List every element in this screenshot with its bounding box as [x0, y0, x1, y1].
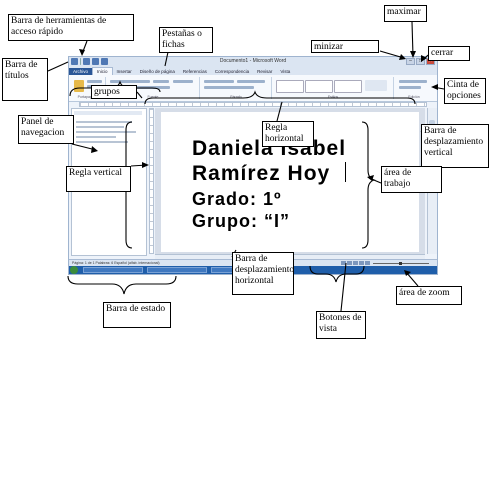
taskbar-app[interactable]	[147, 267, 207, 273]
status-text: Página: 1 de 1 Palabras: 6 Español (alfa…	[72, 261, 160, 265]
ribbon-tabs: Archivo Inicio Insertar Diseño de página…	[69, 67, 437, 75]
document-area	[155, 108, 425, 254]
callout-view-buttons: Botones de vista	[316, 311, 366, 339]
doc-line-grade: Grado: 1º	[192, 189, 282, 209]
ribbon-group-paragraph[interactable]: Párrafo	[201, 77, 272, 99]
tab-page-layout[interactable]: Diseño de página	[139, 69, 175, 74]
web-layout-icon[interactable]	[353, 261, 358, 265]
tab-references[interactable]: Referencias	[182, 69, 207, 74]
tab-mailings[interactable]: Correspondencia	[214, 69, 250, 74]
outline-icon[interactable]	[359, 261, 364, 265]
undo-icon[interactable]	[92, 58, 99, 65]
tab-file[interactable]: Archivo	[69, 68, 93, 75]
callout-vertical-scrollbar: Barra de desplazamiento vertical	[421, 124, 489, 168]
callout-quick-access-toolbar: Barra de herramientas de acceso rápido	[8, 14, 134, 41]
callout-horizontal-scrollbar: Barra de desplazamiento horizontal	[232, 252, 294, 295]
tab-home[interactable]: Inicio	[92, 67, 113, 75]
callout-status-bar: Barra de estado	[103, 302, 171, 328]
full-screen-icon[interactable]	[347, 261, 352, 265]
word-logo-icon	[71, 58, 78, 65]
tab-review[interactable]: Revisar	[257, 69, 273, 74]
view-buttons[interactable]	[341, 261, 370, 265]
minimize-button[interactable]: –	[406, 58, 415, 65]
separator	[80, 58, 81, 65]
redo-icon[interactable]	[101, 58, 108, 65]
taskbar-app[interactable]	[83, 267, 143, 273]
callout-work-area: área de trabajo	[381, 166, 442, 193]
zoom-slider[interactable]	[373, 262, 429, 265]
callout-horizontal-ruler: Regla horizontal	[262, 121, 314, 147]
callout-title-bar: Barra de títulos	[2, 58, 48, 101]
print-layout-icon[interactable]	[341, 261, 346, 265]
callout-navigation-pane: Panel de navegacion	[18, 115, 74, 144]
vertical-ruler[interactable]	[149, 108, 154, 254]
tab-view[interactable]: Vista	[280, 69, 291, 74]
callout-zoom-area: área de zoom	[396, 286, 462, 305]
callout-minimize: minizar	[311, 40, 379, 53]
callout-maximize: maximar	[384, 5, 427, 22]
start-button[interactable]	[70, 266, 78, 274]
doc-line-surname: Ramírez Hoy	[192, 162, 331, 185]
zoom-knob[interactable]	[399, 262, 402, 265]
callout-vertical-ruler: Regla vertical	[66, 166, 131, 192]
maximize-button[interactable]: □	[416, 58, 425, 65]
tab-insert[interactable]: Insertar	[116, 69, 132, 74]
horizontal-ruler[interactable]	[79, 102, 427, 107]
document-title: Documento1 - Microsoft Word	[219, 58, 287, 64]
title-bar: Documento1 - Microsoft Word – □ ×	[69, 57, 437, 67]
save-icon[interactable]	[83, 58, 90, 65]
doc-line-group: Grupo: “I”	[192, 211, 290, 231]
ribbon-group-styles[interactable]: Estilos	[273, 77, 394, 99]
callout-ribbon: Cinta de opciones	[444, 78, 486, 104]
callout-groups: grupos	[91, 85, 137, 99]
quick-access-toolbar[interactable]	[71, 58, 108, 66]
ribbon-group-editing[interactable]: Edición	[395, 77, 433, 99]
text-cursor	[345, 162, 346, 182]
draft-icon[interactable]	[365, 261, 370, 265]
callout-close: cerrar	[428, 46, 470, 61]
callout-tabs: Pestañas o fichas	[159, 27, 213, 53]
